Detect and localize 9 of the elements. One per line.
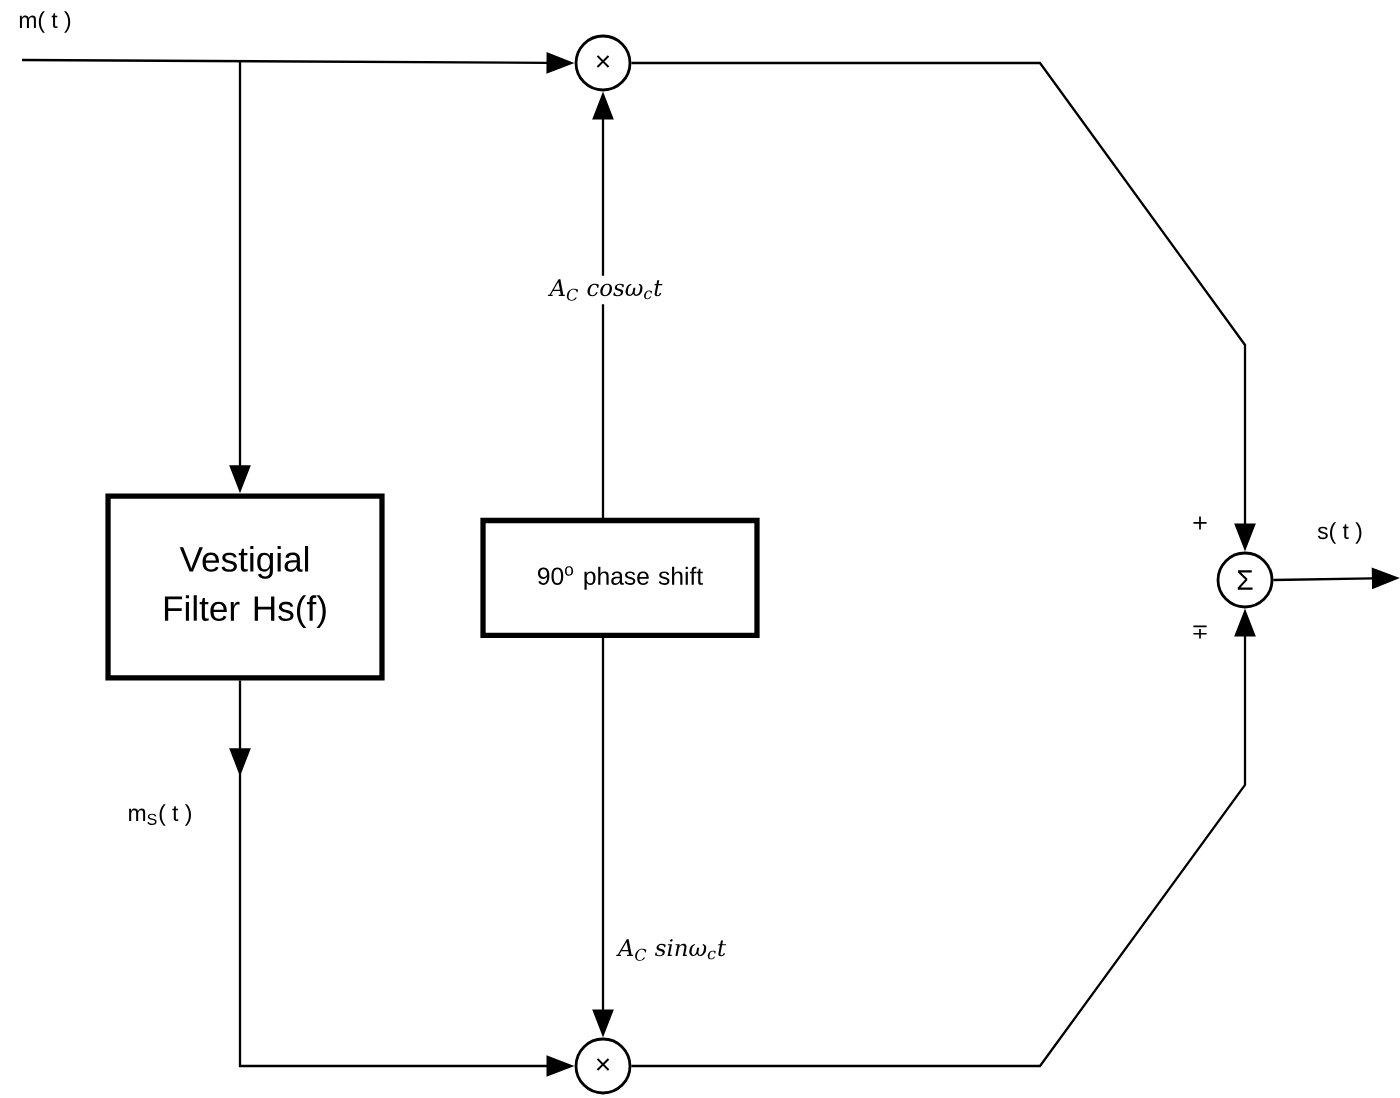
signal-label: A$_{C}$ cosω$_{c}$t <box>546 275 666 305</box>
signal-label: s( t ) <box>1317 522 1362 544</box>
sign-label: ∓ <box>1193 625 1207 639</box>
sign-label: + <box>1193 516 1207 530</box>
signal-label: m$_{S}$( t ) <box>129 804 191 826</box>
filter-box: Vestigial Filter Hs(f) <box>105 493 385 681</box>
phase-shift-box: 90$^{o}$ phase shift <box>480 517 760 639</box>
signal-label: m( t ) <box>19 11 71 33</box>
signal-label: A$_{C}$ sinω$_{c}$t <box>616 939 727 961</box>
